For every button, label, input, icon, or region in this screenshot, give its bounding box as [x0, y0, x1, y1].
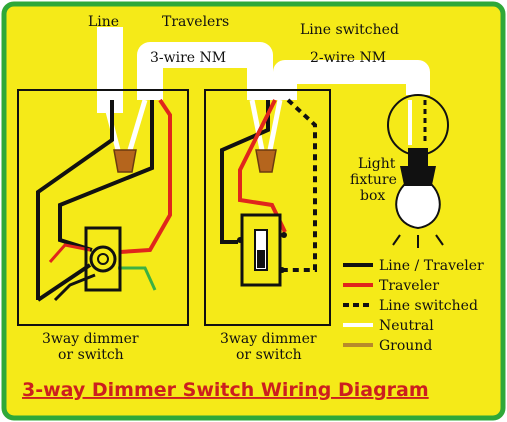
- label-two-wire: 2-wire NM: [310, 50, 386, 66]
- light-bulb-icon: [395, 184, 441, 230]
- light-fixture: [387, 94, 449, 248]
- legend-label: Ground: [379, 338, 432, 354]
- terminal-screw: [279, 267, 285, 273]
- terminal-screw: [281, 232, 287, 238]
- three-wire-cable: [137, 42, 273, 100]
- traveler-red: [48, 243, 91, 263]
- fixture-socket: [408, 148, 428, 166]
- neutral-wire: [127, 99, 148, 151]
- wire-nut-icon: [113, 149, 137, 173]
- left-box-wiring: [36, 98, 172, 302]
- fixture-base: [400, 166, 436, 185]
- legend-item: Traveler: [343, 278, 439, 294]
- line-wire: [36, 100, 114, 300]
- right-caption-1: 3way dimmer: [220, 331, 317, 347]
- legend-item: Line switched: [343, 298, 478, 314]
- neutral-wire: [249, 99, 265, 151]
- diagram-title: 3-way Dimmer Switch Wiring Diagram: [22, 379, 429, 401]
- switched-line: [282, 98, 317, 272]
- label-three-wire: 3-wire NM: [150, 50, 226, 66]
- left-dimmer-body: [84, 226, 122, 292]
- label-travelers: Travelers: [162, 14, 229, 30]
- label-fixture-2: fixture: [350, 172, 397, 188]
- legend-item: Ground: [343, 338, 432, 354]
- legend-item: Neutral: [343, 318, 434, 334]
- legend-label: Line switched: [379, 298, 478, 314]
- left-caption-2: or switch: [58, 347, 124, 363]
- left-caption-1: 3way dimmer: [42, 331, 139, 347]
- label-line: Line: [88, 14, 119, 30]
- line-wire: [36, 263, 92, 302]
- legend-item: Line / Traveler: [343, 258, 484, 274]
- rocker-toggle: [257, 250, 265, 268]
- wire-nut-icon: [255, 149, 277, 173]
- legend-label: Traveler: [379, 278, 439, 294]
- traveler-red: [119, 98, 172, 254]
- neutral-wire: [267, 99, 283, 151]
- label-fixture-1: Light: [358, 156, 396, 172]
- legend-label: Line / Traveler: [379, 258, 484, 274]
- traveler-black: [220, 100, 270, 244]
- dimmer-knob-center: [97, 253, 109, 265]
- legend-label: Neutral: [379, 318, 434, 334]
- left-switch-box: [17, 89, 189, 326]
- label-line-switched: Line switched: [300, 22, 399, 38]
- dimmer-knob-icon: [89, 245, 117, 273]
- traveler-black: [58, 100, 154, 252]
- ground-wire: [118, 266, 157, 291]
- right-box-wiring: [220, 98, 317, 287]
- two-wire-cable: [273, 60, 430, 100]
- terminal-screw: [237, 237, 243, 243]
- right-caption-2: or switch: [236, 347, 302, 363]
- light-rays: [392, 234, 444, 248]
- right-switch-box: [204, 89, 331, 326]
- label-fixture-3: box: [360, 188, 385, 204]
